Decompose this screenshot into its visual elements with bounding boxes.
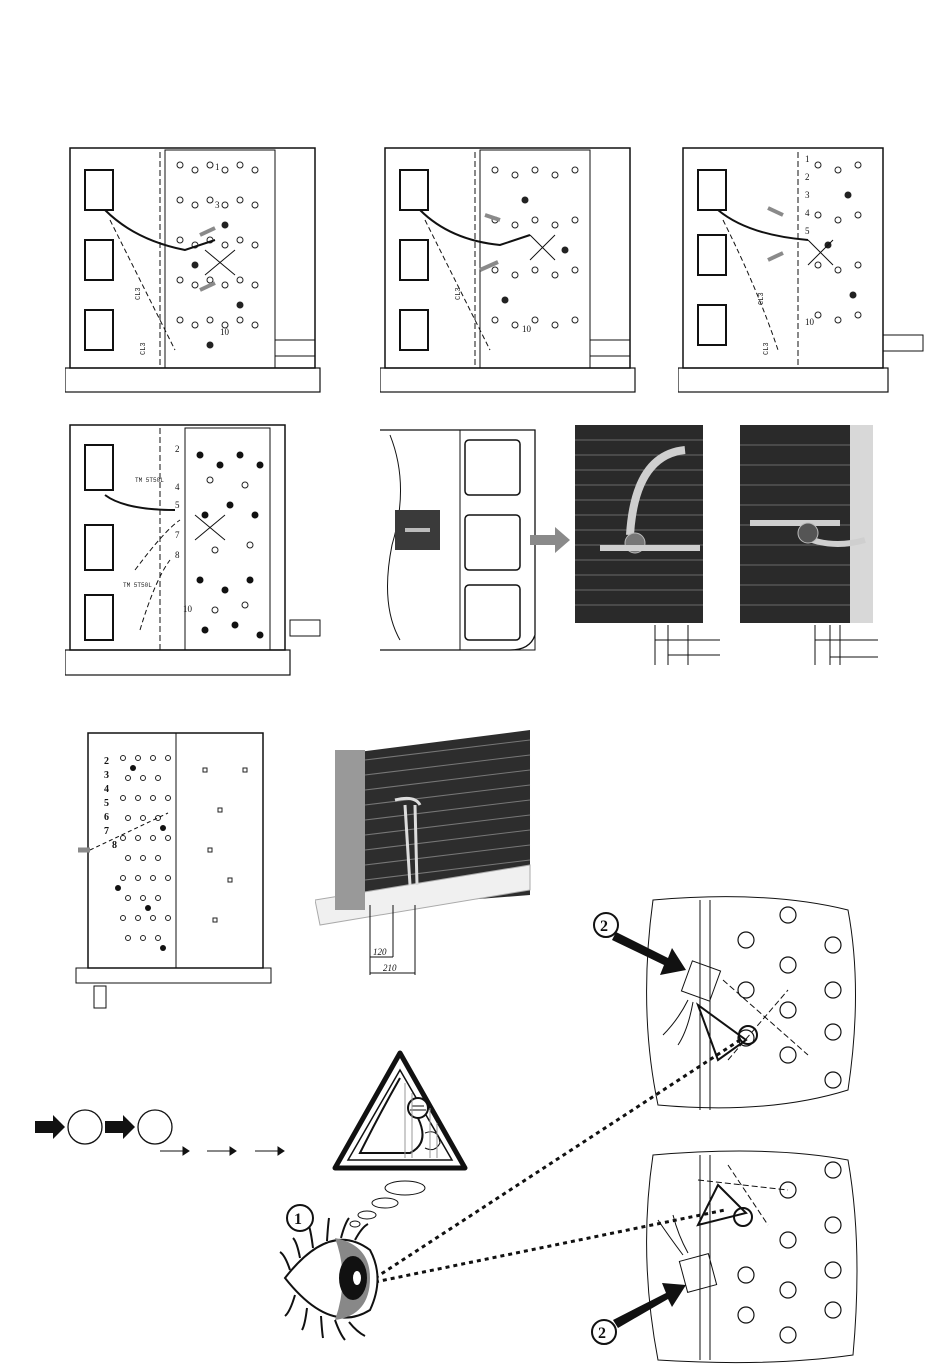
side-label: CL3 [763,342,771,355]
callout-number: 2 [600,918,608,935]
label: 4 [805,208,810,218]
eye-icon: 1 [275,1020,755,1360]
callout-number: 1 [294,1211,302,1228]
coil-diagram-3: 1 2 3 4 5 10 CL3 CL3 [678,140,933,395]
thick-arrow-icon [35,1115,65,1139]
label: 2 [104,756,109,767]
dimension-lines-2 [810,625,880,665]
unit-photo: 120 210 [315,725,535,985]
thick-arrow-icon [105,1115,135,1139]
label: 6 [104,812,109,823]
label: 10 [183,604,193,614]
thin-arrow-icon [160,1147,284,1155]
side-label: CL3 [455,287,463,300]
label: 4 [104,784,109,795]
label: 5 [805,226,810,236]
side-label: TM 5T50L [135,477,164,484]
side-label: TM 5T50L [123,582,152,589]
label: 7 [104,826,109,837]
grey-arrow-icon [530,527,570,553]
side-label: CL3 [135,287,143,300]
coil-diagram-4: 2 4 5 7 8 10 TM 5T50L TM 5T50L [65,420,330,685]
dimension-label: 210 [383,963,397,973]
side-label: CL3 [140,342,148,355]
label: 5 [104,798,109,809]
side-label: CL3 [758,292,766,305]
dimension-label: 120 [373,947,387,957]
step-circle [68,1110,102,1144]
coil-diagram-5: 2 3 4 5 6 7 8 [68,728,273,1013]
label: 3 [215,200,220,210]
label: 5 [175,500,180,510]
coil-diagram-2: 10 CL3 [380,140,640,395]
label: 10 [220,327,230,337]
label: 8 [112,840,117,851]
label: 4 [175,482,180,492]
coil-diagram-1: 1 3 10 CL3 CL3 [65,140,325,395]
label: 2 [175,444,180,454]
label: 1 [805,154,810,164]
step-circle [138,1110,172,1144]
dimension-lines-1 [650,625,725,665]
label: 1 [215,162,220,172]
unit-side-view [380,425,570,665]
coil-photo-2 [740,425,873,623]
label: 3 [805,190,810,200]
label: 3 [104,770,109,781]
label: 10 [805,317,815,327]
coil-photo-1 [575,425,703,623]
label: 8 [175,550,180,560]
label: 7 [175,530,180,540]
label: 10 [522,324,532,334]
sequence-arrows [35,1105,295,1160]
label: 2 [805,172,810,182]
